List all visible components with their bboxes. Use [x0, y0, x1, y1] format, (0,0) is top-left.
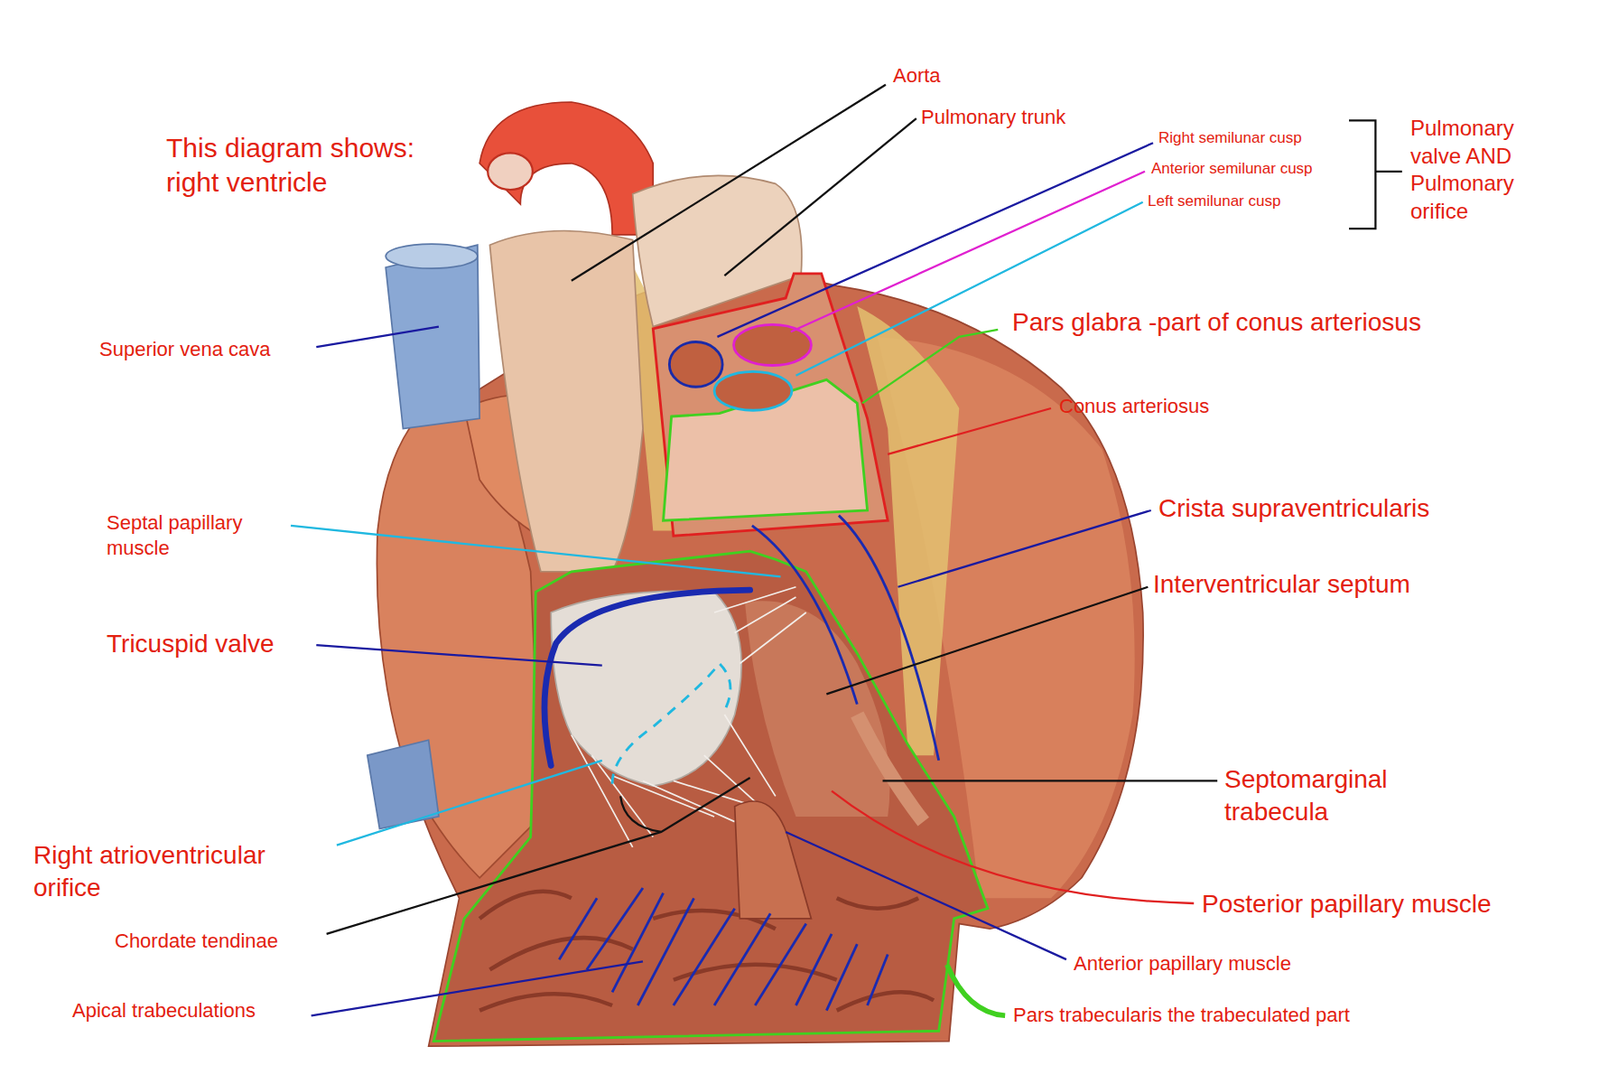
part-label: Superior vena cava: [99, 336, 271, 363]
leader-line: [724, 118, 916, 276]
ascending-aorta: [489, 230, 643, 571]
left-cusp: [714, 371, 792, 410]
label-slot: Chordate tendinae: [114, 928, 279, 954]
cavity-outline: [433, 550, 988, 1041]
part-label: Tricuspid valve: [106, 627, 275, 661]
part-label: Pulmonary trunk: [920, 104, 1066, 131]
leader-line: [316, 644, 602, 666]
part-label: Interventricular septum: [1153, 567, 1411, 601]
leader-line: [326, 777, 751, 934]
label-slot: Tricuspid valve: [106, 627, 275, 661]
septomarginal-band: [856, 714, 923, 822]
leader-line: [897, 510, 1151, 587]
tricuspid-annulus: [544, 589, 751, 765]
part-label: Septal papillary muscle: [106, 510, 270, 561]
leader-line: [795, 202, 1143, 376]
ventricle-cavity: [433, 515, 988, 1042]
label-slot: Septomarginal trabecula: [1224, 762, 1442, 828]
label-slot: Left semilunar cusp: [1147, 191, 1281, 212]
label-slot: Superior vena cava: [99, 336, 271, 363]
leader-line: [831, 790, 1194, 903]
part-label: Left semilunar cusp: [1147, 191, 1281, 212]
interventricular-septum: [744, 600, 890, 817]
label-slot: Conus arteriosus: [1059, 393, 1210, 419]
label-slot: Anterior papillary muscle: [1073, 950, 1292, 977]
diagram-title: This diagram shows: right ventricle: [166, 130, 451, 201]
anterior-papillary-muscle: [734, 800, 812, 919]
part-label: Aorta: [893, 63, 941, 89]
label-slot: Pulmonary valve AND Pulmonary orifice: [1410, 114, 1537, 226]
label-slot: Apical trabeculations: [72, 997, 256, 1024]
label-slot: Posterior papillary muscle: [1201, 887, 1492, 921]
label-slot: Crista supraventricularis: [1158, 492, 1430, 525]
label-slot: This diagram shows: right ventricle: [166, 130, 451, 201]
leader-line: [826, 586, 1148, 695]
part-label: Septomarginal trabecula: [1224, 762, 1442, 828]
label-slot: Pulmonary trunk: [920, 104, 1066, 131]
leader-line: [883, 779, 1219, 782]
leader-line: [947, 964, 1005, 1015]
label-slot: Interventricular septum: [1153, 567, 1411, 601]
right-cusp: [669, 342, 723, 388]
leader-line: [862, 329, 998, 403]
label-slot: Aorta: [893, 63, 941, 89]
part-label: Right atrioventricular orifice: [33, 838, 296, 904]
part-label: Anterior papillary muscle: [1073, 950, 1292, 977]
vena-cava-opening: [385, 243, 478, 269]
label-slot: Anterior semilunar cusp: [1151, 158, 1313, 179]
superior-vena-cava: [385, 244, 480, 428]
part-label: Conus arteriosus: [1059, 393, 1210, 419]
part-label: Pars trabecularis the trabeculated part: [1013, 1002, 1350, 1028]
part-label: Posterior papillary muscle: [1201, 887, 1492, 921]
part-label: Pars glabra -part of conus arteriosus: [1012, 306, 1422, 339]
part-label: Apical trabeculations: [72, 997, 256, 1024]
crista-lines: [752, 515, 940, 761]
label-slot: Right atrioventricular orifice: [33, 838, 296, 904]
part-label: Pulmonary valve AND Pulmonary orifice: [1410, 114, 1537, 226]
leader-lines: [290, 84, 1403, 1016]
leader-line: [785, 831, 1067, 959]
leader-line: [887, 408, 1052, 455]
part-label: Anterior semilunar cusp: [1151, 158, 1313, 179]
bracket: [1348, 120, 1403, 229]
leader-line: [716, 142, 1154, 337]
label-slot: Pars glabra -part of conus arteriosus: [1012, 306, 1422, 339]
part-label: Chordate tendinae: [114, 928, 279, 954]
apical-hatching: [558, 887, 888, 1011]
aortic-branch-opening: [487, 152, 533, 190]
label-slot: Septal papillary muscle: [106, 510, 270, 561]
leader-line: [316, 326, 439, 348]
orifice-outline: [612, 662, 731, 783]
anterior-cusp: [734, 324, 812, 365]
aortic-arch: [479, 102, 653, 235]
leader-line: [311, 960, 643, 1015]
part-label: Crista supraventricularis: [1158, 492, 1430, 525]
label-slot: Pars trabecularis the trabeculated part: [1013, 1002, 1350, 1028]
leader-line: [790, 171, 1145, 332]
leader-line: [336, 760, 603, 846]
part-label: Right semilunar cusp: [1158, 128, 1303, 149]
label-slot: Right semilunar cusp: [1158, 128, 1303, 149]
leader-line: [290, 525, 781, 577]
